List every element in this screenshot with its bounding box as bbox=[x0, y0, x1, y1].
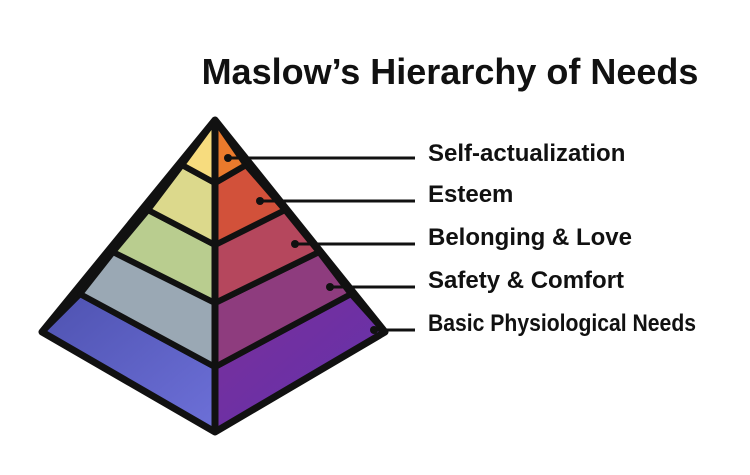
callout-safety: Safety & Comfort bbox=[326, 267, 624, 294]
level-label-physiological: Basic Physiological Needs bbox=[428, 310, 696, 337]
pyramid bbox=[38, 116, 389, 436]
level-label-belonging: Belonging & Love bbox=[428, 224, 632, 251]
level-label-safety: Safety & Comfort bbox=[428, 267, 624, 294]
callout-self-actualization: Self-actualization bbox=[224, 140, 625, 167]
callout-physiological: Basic Physiological Needs bbox=[370, 310, 696, 337]
callout-esteem: Esteem bbox=[256, 181, 513, 208]
level-label-self-actualization: Self-actualization bbox=[428, 140, 625, 167]
diagram-title: Maslow’s Hierarchy of Needs bbox=[202, 51, 699, 92]
callout-belonging: Belonging & Love bbox=[291, 224, 632, 251]
level-label-esteem: Esteem bbox=[428, 181, 513, 208]
